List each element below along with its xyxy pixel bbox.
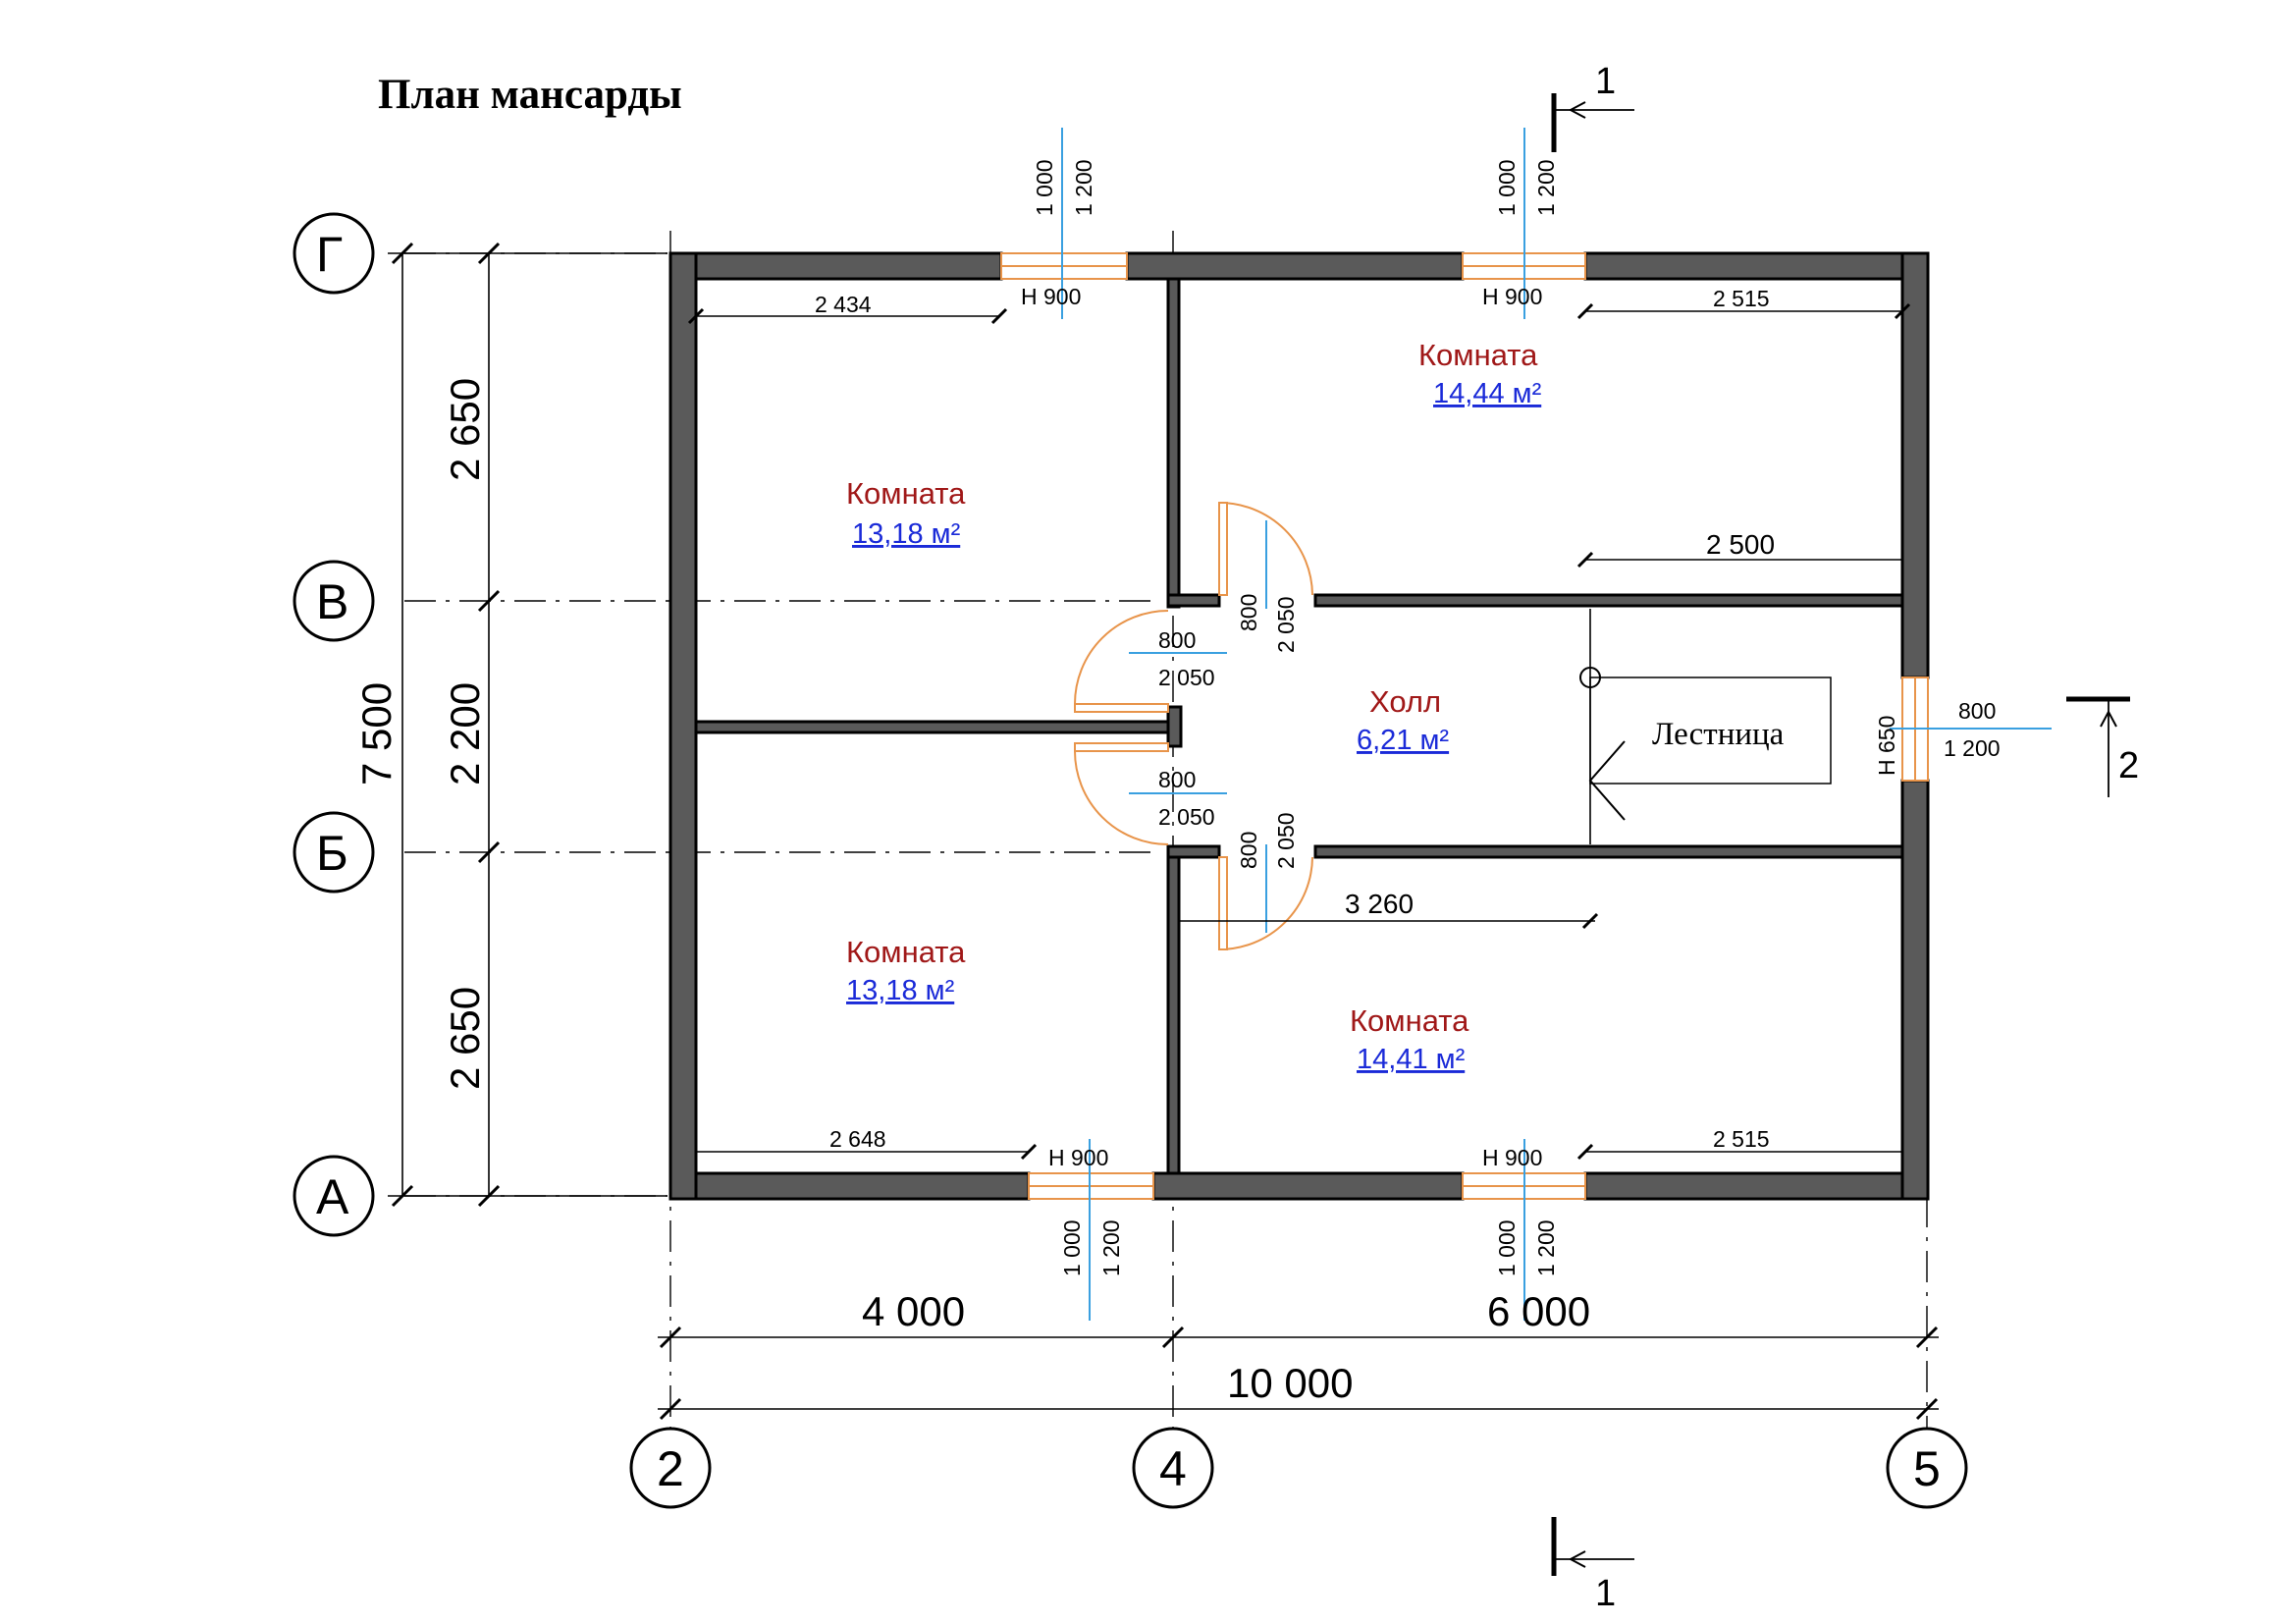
stair: Лестница [1579, 609, 1832, 844]
axis-label-row: Г [316, 227, 343, 282]
door-height-label: 2 050 [1158, 804, 1215, 830]
walls [668, 251, 1930, 1201]
room-area: 6,21 м² [1357, 725, 1449, 756]
axis-bubbles: Г В Б А 2 4 5 [293, 212, 1968, 1509]
left-dimensions: 7 500 2 650 2 200 2 650 [353, 242, 667, 1208]
axis-bubble [293, 212, 375, 295]
axis-label-col: 5 [1913, 1441, 1941, 1496]
window-sill-label: Н 900 [1021, 284, 1081, 309]
window-height-label: 1 000 [1032, 159, 1057, 216]
dim-bottom-left: 2 648 [829, 1126, 886, 1152]
dim-bottom-total: 10 000 [1227, 1360, 1353, 1406]
room-area: 14,44 м² [1433, 378, 1542, 409]
window-height2-label: 1 200 [1098, 1219, 1124, 1276]
window-height-label: 1 000 [1494, 1219, 1520, 1276]
window-sill-label: Н 900 [1048, 1145, 1108, 1170]
room-name: Комната [1350, 1003, 1469, 1038]
dim-top-left: 2 434 [815, 292, 872, 317]
window-height-label: 1 000 [1494, 159, 1520, 216]
window-markers [1061, 128, 2052, 1321]
room-name: Комната [846, 476, 966, 511]
dim-bottom-right: 2 515 [1713, 1126, 1770, 1152]
axis-bubble [629, 1427, 712, 1509]
dim-bottom-segment: 4 000 [862, 1288, 965, 1334]
axis-label-row: Б [316, 826, 348, 881]
window-height2-label: 1 200 [1533, 1219, 1559, 1276]
bottom-dimensions: 4 000 6 000 10 000 [658, 1288, 1939, 1421]
axis-label-col: 4 [1159, 1441, 1187, 1496]
door-width-label: 800 [1158, 627, 1196, 653]
window-labels: 1 000 1 200 Н 900 1 000 1 200 Н 900 Н 90… [1021, 159, 2001, 1276]
window-height-label: 1 000 [1059, 1219, 1085, 1276]
room-labels: Комната 13,18 м² Комната 14,44 м² Холл 6… [846, 338, 1542, 1075]
door-height-label: 2 050 [1158, 665, 1215, 690]
window-sill-label: Н 900 [1482, 284, 1542, 309]
dim-top-right: 2 515 [1713, 286, 1770, 311]
dim-left-total: 7 500 [353, 682, 400, 785]
doors [1074, 502, 1313, 950]
stair-label: Лестница [1652, 717, 1785, 752]
axis-bubble [293, 1155, 375, 1237]
axis-bubble [293, 811, 375, 893]
axis-label-row: А [316, 1169, 349, 1224]
section-mark-label: 1 [1595, 1573, 1616, 1614]
room-name: Комната [1418, 338, 1538, 372]
window-height2-label: 1 200 [1533, 159, 1559, 216]
section-mark-label: 2 [2118, 745, 2139, 786]
axis-bubble [1132, 1427, 1214, 1509]
window-sill-label: Н 900 [1482, 1145, 1542, 1170]
inner-dimensions: 2 434 2 515 2 500 3 260 2 648 2 515 [687, 286, 1911, 1161]
dim-left-segment: 2 650 [442, 378, 488, 481]
window-sill-side-label: Н 650 [1874, 716, 1899, 776]
dim-hall-right: 2 500 [1706, 529, 1775, 560]
page-title: План мансарды [378, 72, 682, 118]
door-labels: 800 2 050 800 2 050 800 2 050 800 2 050 [1158, 594, 1299, 869]
room-area: 13,18 м² [852, 518, 961, 550]
door-width-label: 800 [1158, 767, 1196, 792]
section-marks: 1 1 2 [1551, 61, 2139, 1614]
window-width-side-label: 800 [1958, 698, 1996, 724]
room-area: 13,18 м² [846, 975, 955, 1006]
axis-label-row: В [316, 574, 348, 629]
axis-bubble [293, 560, 375, 642]
axis-bubble [1886, 1427, 1968, 1509]
window-height-side-label: 1 200 [1944, 735, 2001, 761]
door-width-label: 800 [1236, 832, 1261, 869]
dim-left-segment: 2 200 [442, 682, 488, 785]
door-width-label: 800 [1236, 594, 1261, 631]
dim-left-segment: 2 650 [442, 987, 488, 1090]
dim-bottom-segment: 6 000 [1487, 1288, 1590, 1334]
room-name: Холл [1369, 684, 1441, 719]
room-area: 14,41 м² [1357, 1044, 1466, 1075]
axis-label-col: 2 [657, 1441, 684, 1496]
door-height-label: 2 050 [1273, 596, 1299, 653]
door-height-label: 2 050 [1273, 812, 1299, 869]
section-mark-label: 1 [1595, 61, 1616, 102]
window-height2-label: 1 200 [1071, 159, 1096, 216]
room-name: Комната [846, 935, 966, 969]
dim-hall-bottom: 3 260 [1345, 889, 1414, 919]
